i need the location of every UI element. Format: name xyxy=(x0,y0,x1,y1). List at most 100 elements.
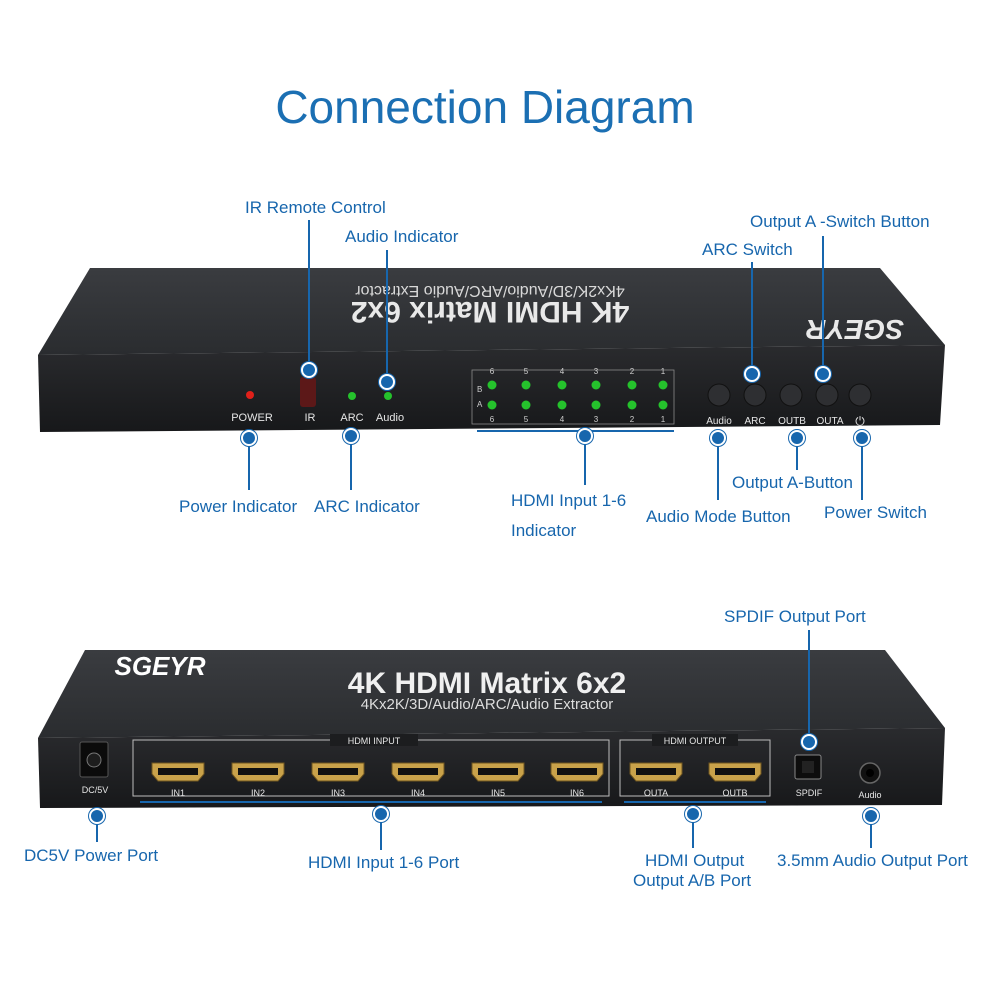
input-led-a xyxy=(658,400,668,410)
dc-label: DC/5V xyxy=(82,785,109,795)
ir-window xyxy=(300,377,316,407)
input-led-a xyxy=(487,400,497,410)
hdmi-input-bracket xyxy=(140,801,602,803)
spdif-dot xyxy=(801,734,817,750)
input-led-a xyxy=(557,400,567,410)
hdmi-port-slot xyxy=(636,768,676,775)
arc-switch-callout: ARC Switch xyxy=(702,240,793,259)
output-a-button-dot xyxy=(789,430,805,446)
row-b-label: B xyxy=(477,385,482,394)
btn-arc-label: ARC xyxy=(744,416,765,427)
input-number-top: 3 xyxy=(594,367,599,376)
input-number-top: 6 xyxy=(490,367,495,376)
audio-jack-hole xyxy=(866,769,874,777)
spdif-label: SPDIF xyxy=(796,788,823,798)
rear-panel: SGEYR 4K HDMI Matrix 6x2 4Kx2K/3D/Audio/… xyxy=(38,650,945,808)
hdmi-output-dot xyxy=(685,806,701,822)
hdmi-port-label: IN4 xyxy=(411,788,425,798)
outb-button xyxy=(779,383,803,407)
arc-indicator-dot xyxy=(343,428,359,444)
front-top-surface xyxy=(38,268,945,355)
audio-led xyxy=(384,392,392,400)
audio-indicator-callout: Audio Indicator xyxy=(345,227,459,246)
input-led-b xyxy=(627,380,637,390)
input-number-top: 5 xyxy=(524,367,529,376)
led-matrix-frame xyxy=(471,369,675,425)
audio-indicator-leader xyxy=(386,250,388,380)
hdmi-port-slot xyxy=(478,768,518,775)
input-number-bottom: 4 xyxy=(560,415,565,424)
power-led xyxy=(246,391,254,399)
arc-label: ARC xyxy=(340,412,363,424)
arc-led xyxy=(348,392,356,400)
audio-port-leader xyxy=(870,820,872,848)
hdmi-port-label: IN3 xyxy=(331,788,345,798)
power-switch-leader xyxy=(861,440,863,500)
hdmi-output-title-bg xyxy=(652,734,738,746)
input-number-top: 2 xyxy=(630,367,635,376)
front-brand: SGEYR xyxy=(805,314,904,345)
hdmi-output-bracket xyxy=(624,801,766,803)
input-led-b xyxy=(487,380,497,390)
audio-port-dot xyxy=(863,808,879,824)
arc-indicator-leader xyxy=(350,440,352,490)
spdif-leader xyxy=(808,630,810,740)
power-button xyxy=(848,383,872,407)
hdmi-input-leader xyxy=(380,812,382,850)
output-a-switch-leader xyxy=(822,236,824,372)
input-led-b xyxy=(557,380,567,390)
rear-model: 4K HDMI Matrix 6x2 xyxy=(348,667,626,700)
spdif-port-inner xyxy=(802,761,814,773)
power-switch-dot xyxy=(854,430,870,446)
hdmi-indicator-bracket xyxy=(477,430,674,432)
ir-dot xyxy=(301,362,317,378)
hdmi-input-dot xyxy=(373,806,389,822)
arc-indicator-callout: ARC Indicator xyxy=(314,497,420,516)
hdmi-port-slot xyxy=(557,768,597,775)
power-switch-callout: Power Switch xyxy=(824,503,927,522)
hdmi-port-slot xyxy=(715,768,755,775)
rear-brand: SGEYR xyxy=(114,651,205,681)
btn-audio-label: Audio xyxy=(706,416,732,427)
output-a-switch-callout: Output A -Switch Button xyxy=(750,212,930,231)
hdmi-port-slot xyxy=(238,768,278,775)
output-a-switch-dot xyxy=(815,366,831,382)
hdmi-port-label: OUTB xyxy=(722,788,747,798)
audio-mode-leader xyxy=(717,440,719,500)
row-a-label: A xyxy=(477,400,483,409)
ir-remote-callout: IR Remote Control xyxy=(245,198,386,217)
hdmi-indicator-dot xyxy=(577,428,593,444)
power-indicator-leader xyxy=(248,440,250,490)
outa-button xyxy=(815,383,839,407)
power-label: POWER xyxy=(231,412,273,424)
input-led-b xyxy=(521,380,531,390)
hdmi-port-label: OUTA xyxy=(644,788,668,798)
rear-subtitle: 4Kx2K/3D/Audio/ARC/Audio Extractor xyxy=(361,696,614,713)
front-panel: SGEYR 4K HDMI Matrix 6x2 4Kx2K/3D/Audio/… xyxy=(38,268,945,432)
arc-switch-leader xyxy=(751,262,753,372)
audio-mode-callout: Audio Mode Button xyxy=(646,507,791,526)
input-number-top: 4 xyxy=(560,367,565,376)
hdmi-input-port-callout: HDMI Input 1-6 Port xyxy=(308,853,460,872)
power-indicator-callout: Power Indicator xyxy=(179,497,298,516)
hdmi-indicator-callout-line1: HDMI Input 1-6 xyxy=(511,491,627,510)
ir-label: IR xyxy=(305,412,316,424)
audio-jack-label: Audio xyxy=(858,790,881,800)
spdif-port-callout: SPDIF Output Port xyxy=(724,607,866,626)
input-number-bottom: 5 xyxy=(524,415,529,424)
audio-label: Audio xyxy=(376,412,404,424)
audio-mode-button xyxy=(707,383,731,407)
input-number-bottom: 6 xyxy=(490,415,495,424)
input-led-b xyxy=(591,380,601,390)
output-a-button-leader xyxy=(796,440,798,470)
input-number-top: 1 xyxy=(661,367,666,376)
hdmi-port-label: IN2 xyxy=(251,788,265,798)
audio-port-callout: 3.5mm Audio Output Port xyxy=(777,851,968,870)
audio-mode-dot xyxy=(710,430,726,446)
audio-indicator-dot xyxy=(379,374,395,390)
hdmi-input-title: HDMI INPUT xyxy=(348,736,401,746)
hdmi-port-label: IN1 xyxy=(171,788,185,798)
power-indicator-dot xyxy=(241,430,257,446)
